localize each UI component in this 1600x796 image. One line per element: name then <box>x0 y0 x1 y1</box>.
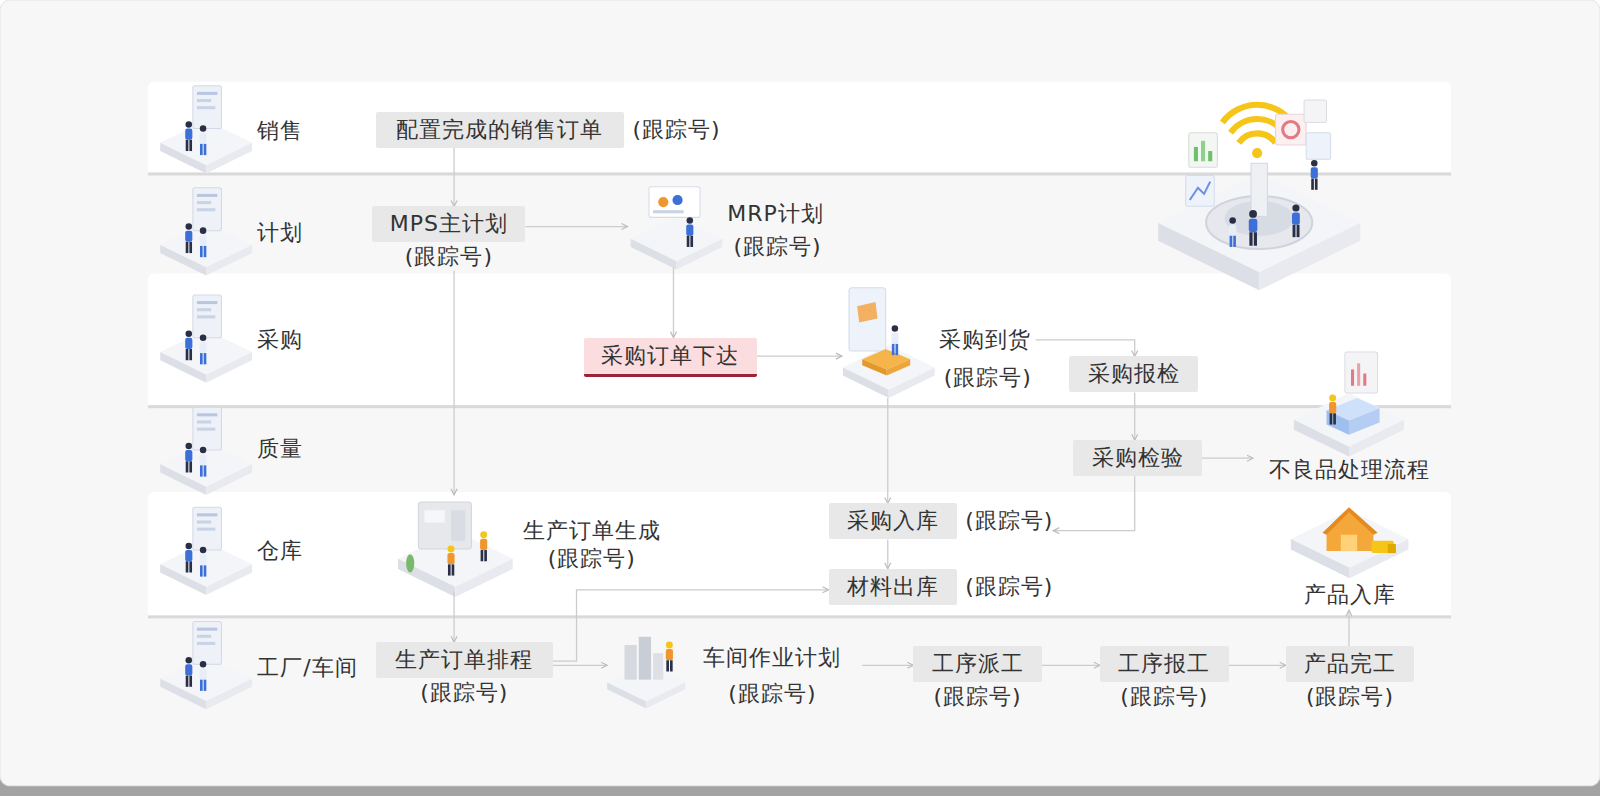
process-icon-node: 产品入库 <box>1288 500 1414 610</box>
flow-arrow <box>1042 665 1100 666</box>
node-label: MRP计划 <box>727 201 824 227</box>
swimlane-band: 计划MPS主计划(跟踪号)MRP计划(跟踪号) <box>148 176 1451 274</box>
swimlane-band: 销售配置完成的销售订单(跟踪号) <box>148 82 1451 176</box>
box-label: 工序报工 <box>1114 651 1215 677</box>
flow-arrow <box>1134 392 1135 440</box>
tracking-note: (跟踪号) <box>420 680 508 706</box>
flow-arrow <box>1202 458 1253 459</box>
tracking-note: (跟踪号) <box>965 508 1053 534</box>
tracking-note: (跟踪号) <box>1306 684 1394 710</box>
lane-label: 工厂/车间 <box>257 655 357 681</box>
swimlane-band: 采购采购订单下达 采购到货 (跟踪号) 采购报检 <box>148 273 1451 408</box>
box-label: 采购报检 <box>1083 361 1185 387</box>
process-box: MPS主计划(跟踪号) <box>372 206 525 242</box>
box-label: 产品完工 <box>1300 651 1401 677</box>
box-label: 材料出库 <box>843 574 944 600</box>
process-box: 产品完工(跟踪号) <box>1286 646 1415 682</box>
process-icon-node: MRP计划 (跟踪号) <box>628 184 832 268</box>
flow-arrow <box>1348 610 1349 646</box>
box-label: 工序派工 <box>927 651 1028 677</box>
box-label: 采购检验 <box>1087 445 1188 471</box>
process-box: 采购检验 <box>1073 440 1202 476</box>
process-icon-node: 生产订单生成(跟踪号) <box>398 495 663 592</box>
tracking-note: (跟踪号) <box>405 244 493 270</box>
flow-arrow <box>887 398 888 503</box>
lane-label: 采购 <box>257 327 303 353</box>
tracking-note: (跟踪号) <box>933 684 1021 710</box>
flow-arrow <box>453 592 454 642</box>
node-label: 生产订单生成 <box>523 518 661 544</box>
process-icon-node: 采购到货 (跟踪号) <box>842 291 1036 398</box>
node-label: 车间作业计划 <box>703 645 841 671</box>
flow-arrow <box>862 665 913 666</box>
flow-arrow <box>887 539 888 568</box>
swimlane-band: 仓库生产订单生成(跟踪号)采购入库(跟踪号)材料出库(跟踪号)产品入库 <box>148 492 1451 619</box>
swimlane-band: 工厂/车间生产订单排程(跟踪号)车间作业计划(跟踪号)工序派工(跟踪号)工序报工… <box>148 618 1451 714</box>
lane-label: 计划 <box>257 220 303 246</box>
lane-label: 销售 <box>257 118 303 144</box>
flow-arrow <box>1053 476 1134 530</box>
flow-arrow <box>453 270 454 494</box>
tracking-note: (跟踪号) <box>728 681 816 707</box>
lane-label: 质量 <box>257 436 303 462</box>
flow-arrow <box>525 226 627 227</box>
flow-arrow <box>453 148 454 207</box>
tracking-note: (跟踪号) <box>548 546 636 572</box>
tracking-note: (跟踪号) <box>1120 684 1208 710</box>
tracking-note: (跟踪号) <box>632 117 720 143</box>
tracking-note: (跟踪号) <box>944 365 1032 391</box>
box-label: 生产订单排程 <box>390 647 539 673</box>
swimlane-band: 质量 采购检验 不良品处理流程 <box>148 408 1451 492</box>
process-box: 工序报工(跟踪号) <box>1100 646 1229 682</box>
flow-arrow <box>1229 665 1286 666</box>
node-label: 采购到货 <box>939 327 1031 353</box>
process-box: 采购订单下达 <box>584 338 756 377</box>
node-label: 不良品处理流程 <box>1269 457 1430 483</box>
box-label: 采购订单下达 <box>598 343 742 369</box>
flow-arrow <box>553 665 608 666</box>
tracking-note: (跟踪号) <box>965 574 1053 600</box>
process-box: 生产订单排程(跟踪号) <box>376 642 553 678</box>
process-box: 配置完成的销售订单(跟踪号) <box>376 112 625 148</box>
process-icon-node: 车间作业计划 (跟踪号) <box>607 624 862 711</box>
process-box: 工序派工(跟踪号) <box>913 646 1042 682</box>
lane-label: 仓库 <box>257 538 303 564</box>
process-box: 采购报检 <box>1069 356 1199 392</box>
process-box: 材料出库(跟踪号) <box>829 569 958 605</box>
box-label: 配置完成的销售订单 <box>390 117 611 143</box>
node-label: 产品入库 <box>1304 582 1396 608</box>
flow-arrow <box>673 267 674 337</box>
box-label: MPS主计划 <box>386 211 511 237</box>
process-box: 采购入库(跟踪号) <box>829 503 958 539</box>
flow-arrow <box>1036 340 1135 357</box>
process-icon-node: 不良品处理流程 <box>1253 347 1442 485</box>
flow-arrow <box>757 355 842 356</box>
tracking-note: (跟踪号) <box>733 234 821 260</box>
box-label: 采购入库 <box>843 508 944 534</box>
